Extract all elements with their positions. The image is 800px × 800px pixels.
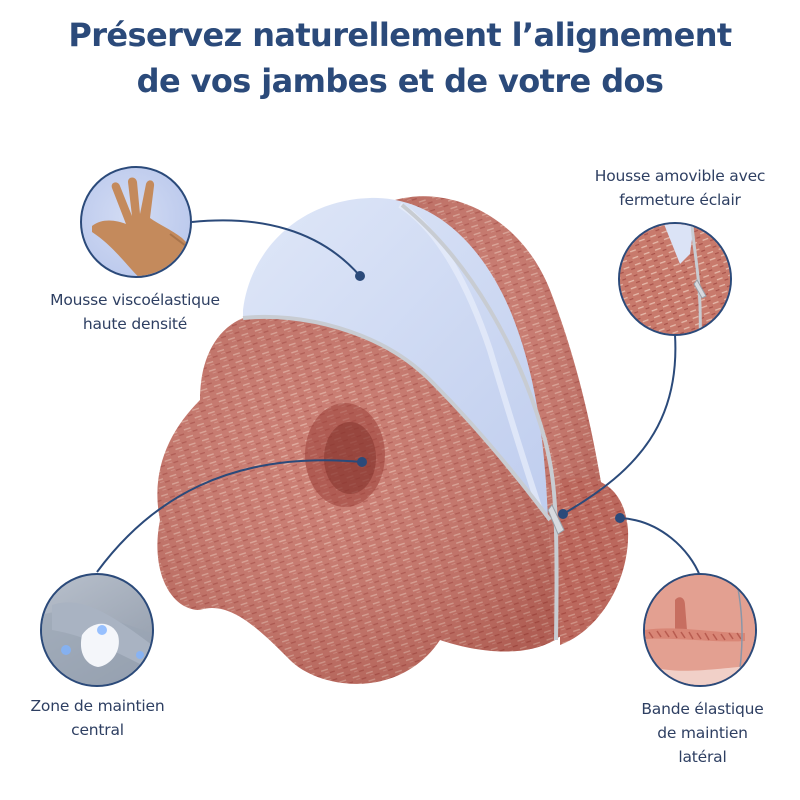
hand-on-foam-icon: [92, 177, 190, 276]
zipper-photo-bubble: [618, 222, 732, 336]
central-photo-bubble: [40, 573, 154, 687]
elastic-photo-bubble: [643, 573, 757, 687]
foam-photo-bubble: [80, 166, 192, 278]
zipper-closeup-icon: [620, 224, 730, 334]
central-feature-label: Zone de maintien central: [30, 697, 165, 739]
knee-support-usage-icon: [42, 602, 152, 685]
elastic-band-closeup-icon: [645, 575, 755, 685]
zipper-feature-label: Housse amovible avec fermeture éclair: [594, 167, 766, 209]
page-title: Préservez naturellement l’alignement de …: [0, 12, 800, 104]
title-line-1: Préservez naturellement l’alignement: [68, 16, 732, 54]
elastic-feature-label: Bande élastique de maintien latéral: [641, 700, 764, 766]
title-line-2: de vos jambes et de votre dos: [136, 62, 664, 100]
foam-feature-label: Mousse viscoélastique haute densité: [50, 291, 220, 333]
